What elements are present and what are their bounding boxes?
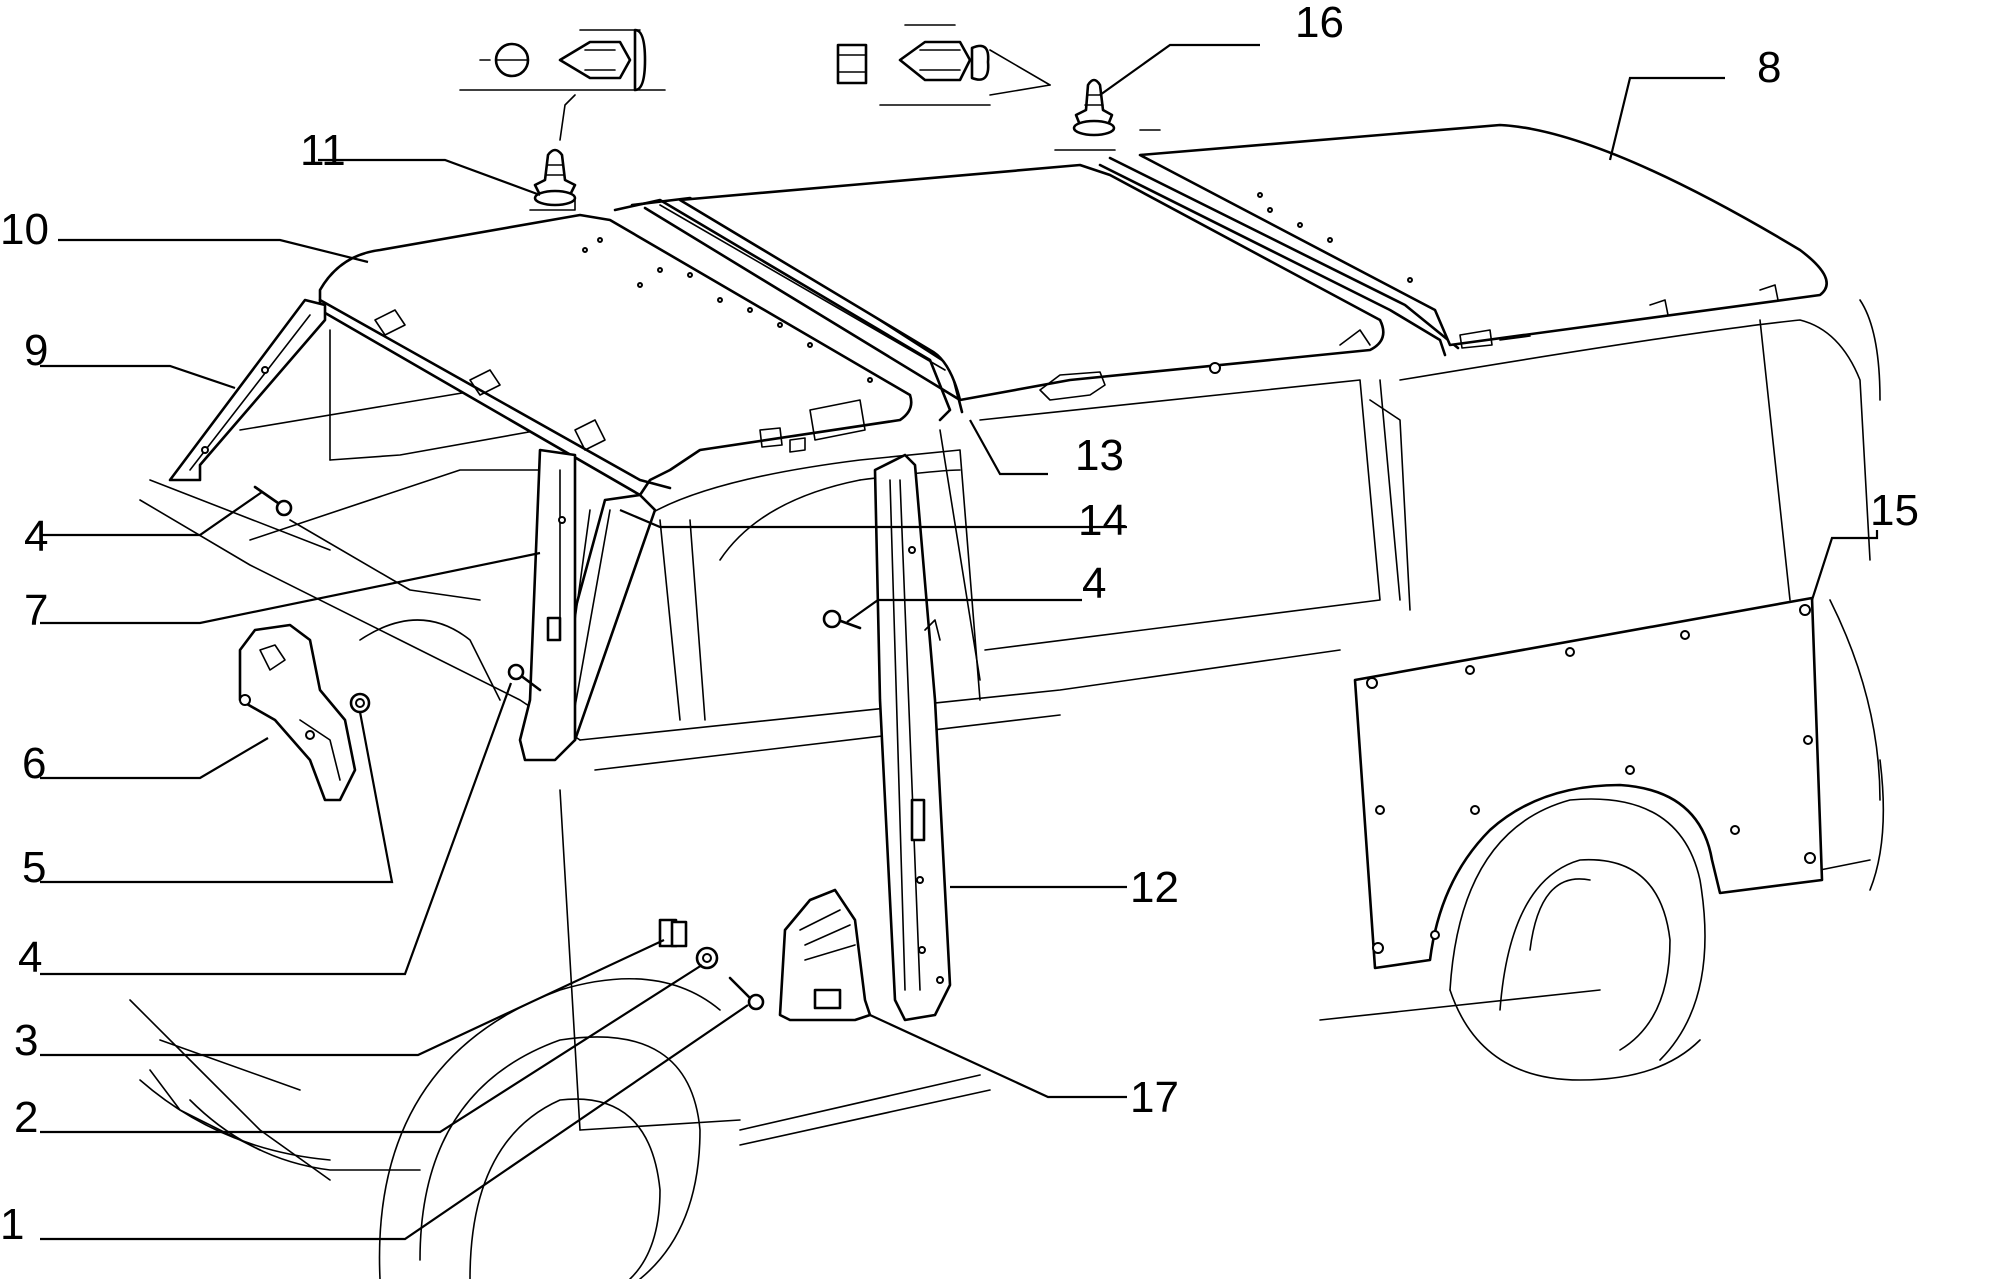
leader-lines: [40, 43, 1879, 1241]
door-pillar-trim-7: [518, 448, 577, 762]
clip-16-detail-inset: [836, 24, 1051, 106]
screw-4-left: [253, 485, 293, 517]
wheel-arch-panel-15: [1353, 596, 1824, 970]
callout-12: 12: [1130, 863, 1179, 912]
push-clip-11: [533, 148, 577, 207]
callout-9: 9: [24, 326, 48, 375]
callout-6: 6: [22, 739, 46, 788]
callout-17: 17: [1130, 1073, 1179, 1122]
front-headliner-10: [318, 213, 913, 497]
callout-4-middle: 4: [1082, 559, 1106, 608]
screw-1: [728, 976, 765, 1011]
callout-4-upper: 4: [24, 512, 48, 561]
callout-labels: 1 2 3 4 4 4 5 6 7 8 9 10 11 12 13 14 15 …: [0, 0, 1919, 1249]
screw-4-middle: [822, 609, 862, 630]
callout-2: 2: [14, 1093, 38, 1142]
screw-4-pillar: [507, 663, 542, 692]
callout-10: 10: [0, 205, 49, 254]
push-clip-16: [1072, 78, 1116, 137]
bracket-6: [238, 623, 357, 802]
callout-14: 14: [1078, 496, 1127, 545]
c-pillar-trim-12: [873, 453, 952, 1022]
callout-5: 5: [22, 843, 46, 892]
van-body-outline: [129, 299, 1885, 1279]
callout-11: 11: [300, 126, 346, 175]
kick-panel-17: [778, 888, 872, 1022]
callout-16: 16: [1295, 0, 1344, 47]
nut-5: [349, 692, 371, 714]
callout-1: 1: [0, 1200, 24, 1249]
callout-3: 3: [14, 1016, 38, 1065]
a-pillar-trim-9: [168, 298, 327, 482]
callout-13: 13: [1075, 431, 1124, 480]
clip-3: [658, 918, 688, 948]
callout-4-lower: 4: [18, 933, 42, 982]
washer-2: [695, 946, 719, 970]
clip-11-detail-inset: [459, 28, 666, 141]
rear-roof-panel-8: [1098, 123, 1828, 357]
callout-7: 7: [24, 586, 48, 635]
callout-15: 15: [1870, 486, 1919, 535]
center-roof-panel: [678, 163, 1385, 402]
callout-8: 8: [1757, 43, 1781, 92]
